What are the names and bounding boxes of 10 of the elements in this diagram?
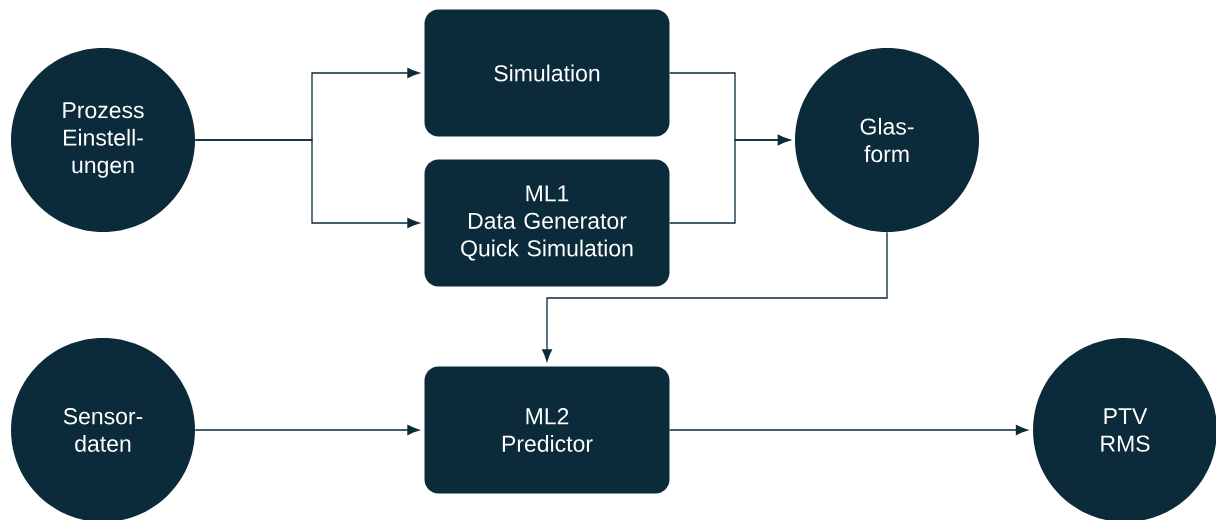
process-box: ML2 Predictor: [424, 366, 670, 494]
arrow: [194, 139, 420, 228]
arrow: [669, 425, 1028, 435]
arrow: [194, 425, 420, 435]
arrow: [669, 135, 790, 224]
process-box: ML1 Data Generator Quick Simulation: [424, 159, 670, 287]
circle-node: Glas- form: [795, 48, 979, 232]
process-box: Simulation: [424, 9, 670, 137]
arrow: [542, 231, 888, 362]
circle-node: Prozess Einstell- ungen: [11, 48, 195, 232]
